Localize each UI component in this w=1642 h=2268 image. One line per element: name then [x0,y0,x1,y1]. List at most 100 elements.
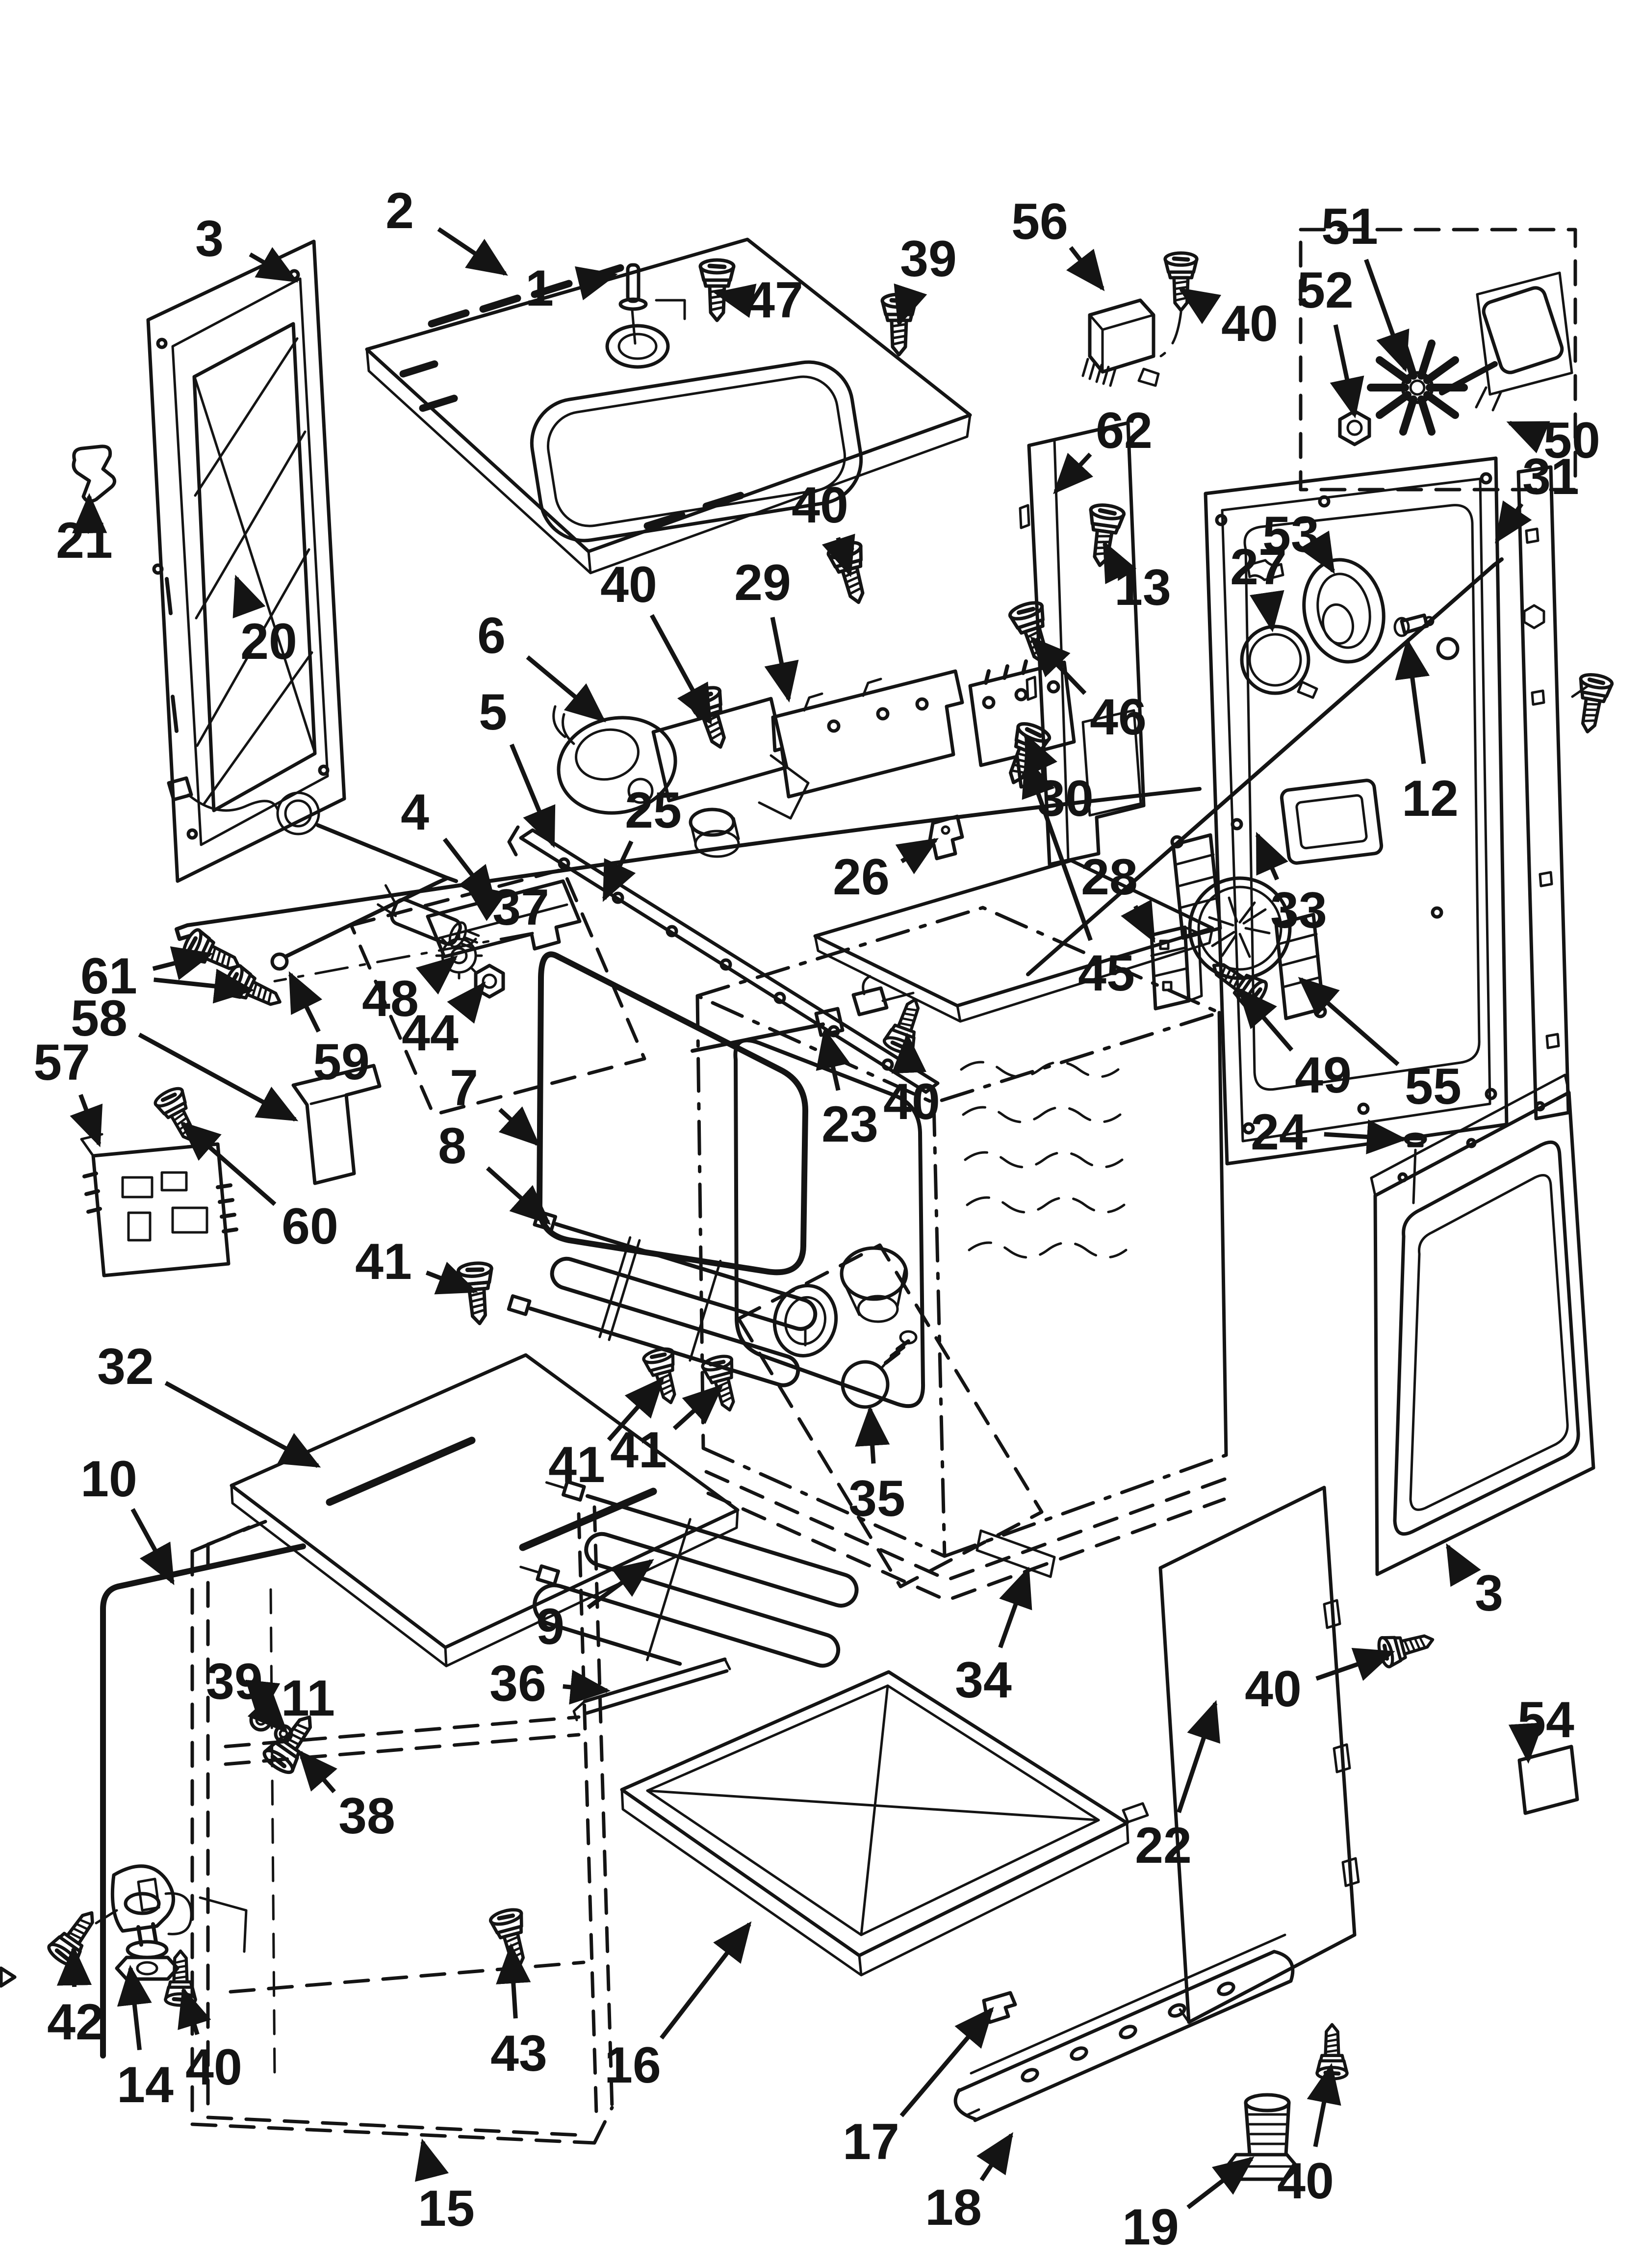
leader-arrow [855,1405,890,1464]
support-channel-shape [771,669,964,799]
fan-motor-shape [1439,361,1498,395]
drawer-rail-shape [1119,2025,1137,2039]
thermo-probe-shape [187,793,279,812]
callout-40-66: 40 [178,1986,242,2096]
callout-55-48: 55 [1298,977,1462,1115]
leader-arrow [56,1945,92,1987]
callout-62-11: 62 [1053,402,1153,495]
right-side-panel [1370,1073,1595,1576]
vent-oval [1302,558,1385,664]
callout-19-70: 19 [1122,2156,1255,2256]
small-clip-shape [941,825,950,835]
part-number-label: 40 [883,1073,940,1130]
light-bulb-shape [899,1330,918,1345]
leader-arrow [245,1679,281,1722]
rear-side-rail-shape [1516,465,1570,1121]
convection-blower-shape [1278,933,1322,989]
rear-panel-shape [1480,472,1492,485]
spacer-shape [1400,613,1429,635]
callout-5-20: 5 [479,684,556,848]
convection-blower-shape [1171,833,1222,940]
part-number-label: 2 [385,182,414,239]
leader-arrow [498,1106,540,1147]
drawer-front-panel-shape [326,1436,657,1551]
support-channel-shape [827,719,841,733]
part-number-label: 57 [33,1034,90,1091]
rear-panel-shape [1246,559,1284,581]
drawer-base-shape [646,1684,1100,1936]
transformer-shape [1081,358,1117,387]
oven-cavity-shape [695,994,1228,1558]
callout-57-32: 57 [33,1034,103,1147]
left-side-panel-shape [318,764,330,776]
part-number-label: 40 [1221,295,1278,352]
leader-arrow [1053,452,1094,495]
leader-arrow [672,1384,724,1431]
callout-59-30: 59 [288,971,370,1091]
convection-blower-shape [1170,835,1184,849]
drawer-rail-shape [1217,1981,1235,1996]
drawer-rail-shape [1168,2003,1186,2018]
thermo-probe-shape [283,876,449,959]
leveling-leg-rear-shape [1247,2113,1288,2145]
oven-cavity-shape [975,1529,1056,1578]
oven-rack-rail-shape [719,958,732,971]
oven-rack-rail-shape [881,1058,894,1071]
part-number-label: 19 [1122,2199,1179,2256]
leveling-leg-front-shape [115,1955,180,1981]
broil-element-shape [598,1236,722,1362]
chassis-phantom-shape [269,1588,276,2077]
blower-bracket-shape [1159,939,1173,991]
leader-arrow [563,1669,611,1705]
shield-bracket-shape [291,1064,382,1185]
rear-support-bracket-shape [1027,421,1146,866]
leveling-leg-rear-shape [1244,2093,1291,2112]
leader-arrow [976,2132,1013,2182]
door-glass [192,322,317,812]
callout-61-25: 61 [80,946,255,1005]
kit-dashed-box [737,1243,1044,1589]
kit-dashed-box [1299,228,1577,492]
part-number-label: 43 [490,2025,547,2082]
fan-nut-shape [1338,409,1371,446]
callout-2-1: 2 [385,182,508,276]
leader-arrow [1495,500,1532,544]
exploded-parts-diagram-shape [1572,673,1613,734]
left-side-panel-shape [165,577,179,733]
leader-arrow [425,1261,478,1295]
leader-arrow [70,1094,103,1147]
rear-panel-shape [1242,1122,1255,1135]
terminal-bracket-shape [1047,680,1060,694]
igniter-shape [390,898,462,946]
small-clip [927,814,964,860]
leader-arrow [178,1986,211,2035]
part-number-label: 42 [47,1994,104,2051]
main-top-panel-shape [365,348,972,574]
right-side-panel-shape [1466,1138,1477,1148]
callout-25-26: 25 [602,782,682,902]
leader-arrow [1102,540,1137,584]
thermo-probe-shape [167,776,193,802]
support-channel-shape [915,697,929,711]
callout-40-55: 40 [1245,1647,1395,1718]
inner-side-panel-shape [1179,2008,1190,2024]
part-number-label: 37 [492,879,549,936]
transformer [1081,298,1182,387]
part-number-label: 54 [1517,1692,1574,1748]
bake-element [519,1480,859,1668]
leader-arrow [415,955,458,995]
callout-14-65: 14 [117,1964,174,2113]
fan-nut [1338,409,1371,446]
part-number-label: 1 [525,260,554,317]
leader-arrow [587,1559,654,1610]
leader-arrow [894,283,927,327]
callout-39-59: 39 [206,1653,281,1722]
part-number-label: 38 [338,1788,395,1845]
part-number-label: 5 [479,684,507,741]
drawer-clip [982,1991,1017,2024]
leader-arrow [660,1921,752,2040]
part-number-label: 8 [438,1118,466,1174]
callout-37-27: 37 [464,879,549,936]
callout-10-38: 10 [80,1451,175,1586]
